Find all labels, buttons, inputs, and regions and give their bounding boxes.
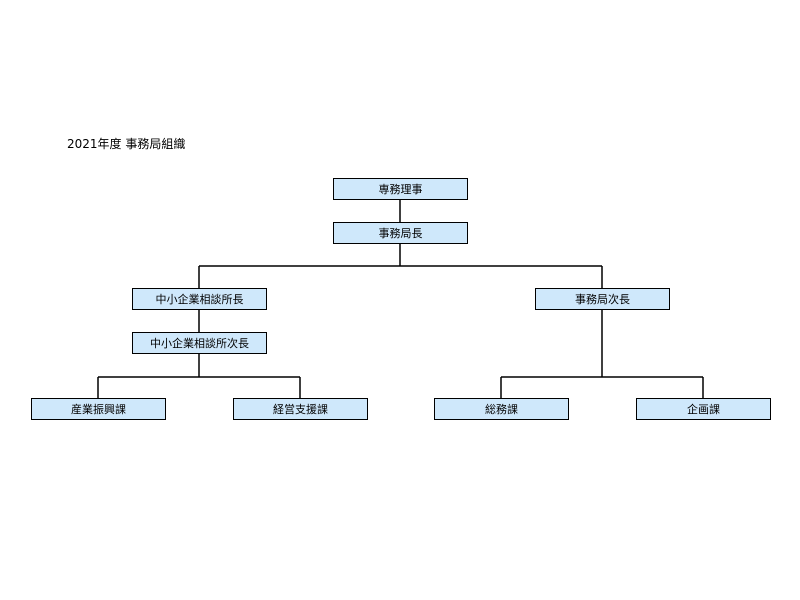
node-planning: 企画課 xyxy=(636,398,771,420)
node-general-affairs: 総務課 xyxy=(434,398,569,420)
node-business-support-label: 経営支援課 xyxy=(273,403,328,416)
node-sme-consult-deputy: 中小企業相談所次長 xyxy=(132,332,267,354)
node-industry-promotion-label: 産業振興課 xyxy=(71,403,126,416)
node-director: 専務理事 xyxy=(333,178,468,200)
node-deputy-secretary-general-label: 事務局次長 xyxy=(575,293,630,306)
node-director-label: 専務理事 xyxy=(378,183,423,196)
node-secretary-general-label: 事務局長 xyxy=(378,227,423,240)
node-industry-promotion: 産業振興課 xyxy=(31,398,166,420)
node-general-affairs-label: 総務課 xyxy=(485,403,518,416)
node-sme-consult-chief-label: 中小企業相談所長 xyxy=(155,293,244,306)
node-secretary-general: 事務局長 xyxy=(333,222,468,244)
node-sme-consult-deputy-label: 中小企業相談所次長 xyxy=(150,337,249,350)
page-title: 2021年度 事務局組織 xyxy=(67,137,186,151)
node-business-support: 経営支援課 xyxy=(233,398,368,420)
node-sme-consult-chief: 中小企業相談所長 xyxy=(132,288,267,310)
node-planning-label: 企画課 xyxy=(687,403,720,416)
node-deputy-secretary-general: 事務局次長 xyxy=(535,288,670,310)
